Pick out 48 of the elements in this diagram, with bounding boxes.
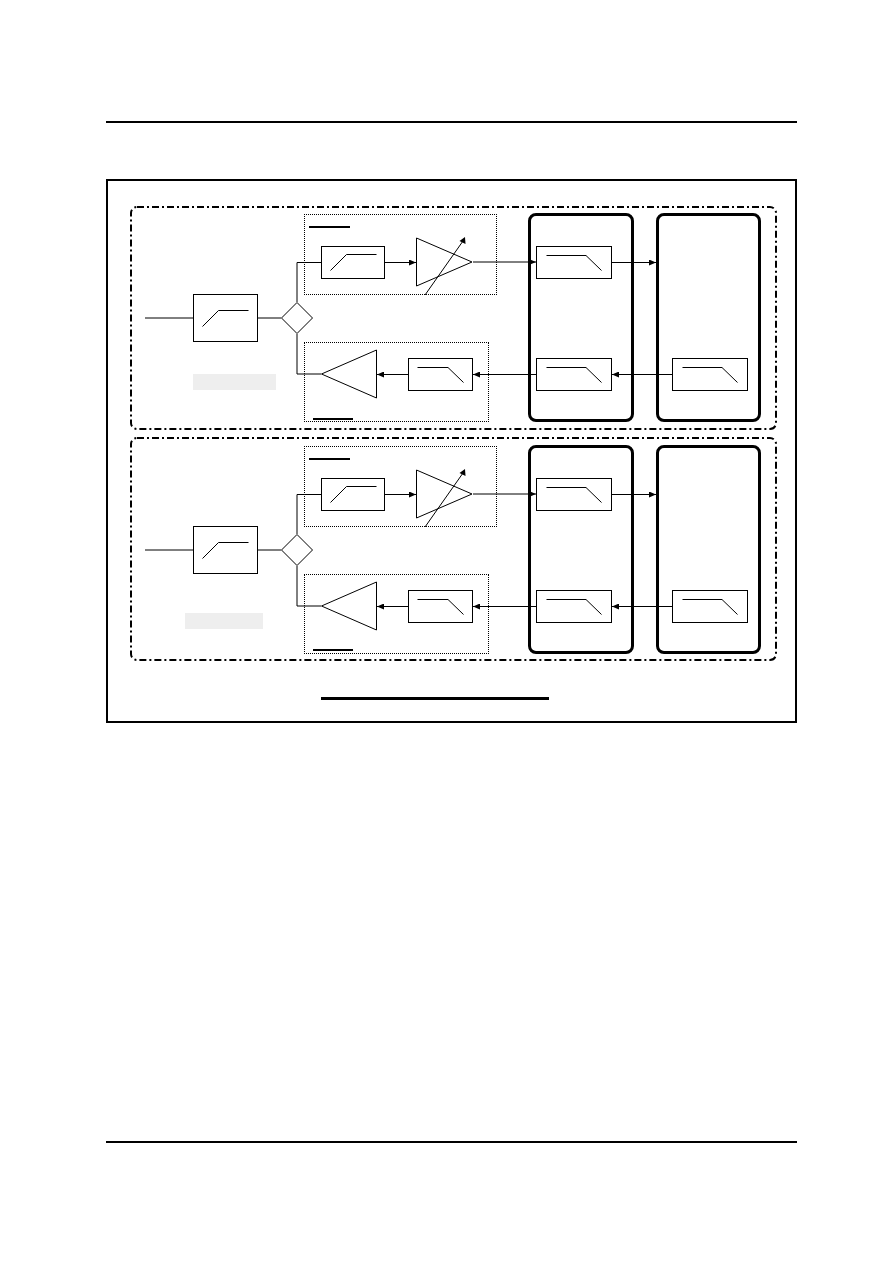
- filter-block: [321, 246, 385, 279]
- dash-dot-group-frame: [130, 437, 777, 661]
- filter-block: [408, 358, 473, 391]
- arrow: [472, 603, 537, 610]
- variable-gain-amplifier: [416, 468, 473, 528]
- connector-line: [296, 333, 322, 375]
- arrow: [472, 371, 537, 378]
- filter-block: [193, 294, 258, 342]
- variable-gain-amplifier: [416, 236, 473, 296]
- arrow: [472, 259, 537, 265]
- arrow: [611, 491, 657, 498]
- filter-block: [536, 590, 612, 623]
- arrow: [611, 259, 657, 266]
- amplifier-triangle: [321, 350, 377, 398]
- filter-block: [321, 478, 385, 511]
- connector-line: [296, 494, 322, 535]
- arrow: [472, 491, 537, 497]
- dotted-group-frame: [304, 446, 497, 527]
- arrow: [611, 603, 673, 610]
- rounded-panel: [656, 445, 761, 654]
- filter-block: [193, 526, 258, 574]
- connector-line: [144, 549, 194, 551]
- filter-block: [672, 590, 748, 623]
- amplifier-triangle: [321, 582, 377, 630]
- arrow: [611, 371, 673, 378]
- arrow: [376, 603, 409, 610]
- connector-line: [144, 317, 194, 319]
- connector-line: [296, 565, 322, 607]
- junction-diamond: [281, 302, 313, 334]
- dotted-group-frame: [304, 214, 497, 295]
- connector-line: [257, 317, 282, 319]
- rounded-panel: [528, 445, 634, 654]
- rounded-panel: [528, 213, 634, 422]
- junction-diamond: [281, 534, 313, 566]
- filter-block: [536, 358, 612, 391]
- filter-block: [536, 478, 612, 511]
- filter-block: [536, 246, 612, 279]
- filter-block: [408, 590, 473, 623]
- dotted-group-frame: [304, 574, 489, 654]
- dotted-group-frame: [304, 342, 489, 422]
- arrow: [376, 371, 409, 378]
- arrow: [384, 491, 417, 498]
- dash-dot-group-frame: [130, 206, 777, 430]
- filter-block: [672, 358, 748, 391]
- arrow: [384, 259, 417, 266]
- rounded-panel: [656, 213, 761, 422]
- connector-line: [296, 262, 322, 303]
- connector-line: [257, 549, 282, 551]
